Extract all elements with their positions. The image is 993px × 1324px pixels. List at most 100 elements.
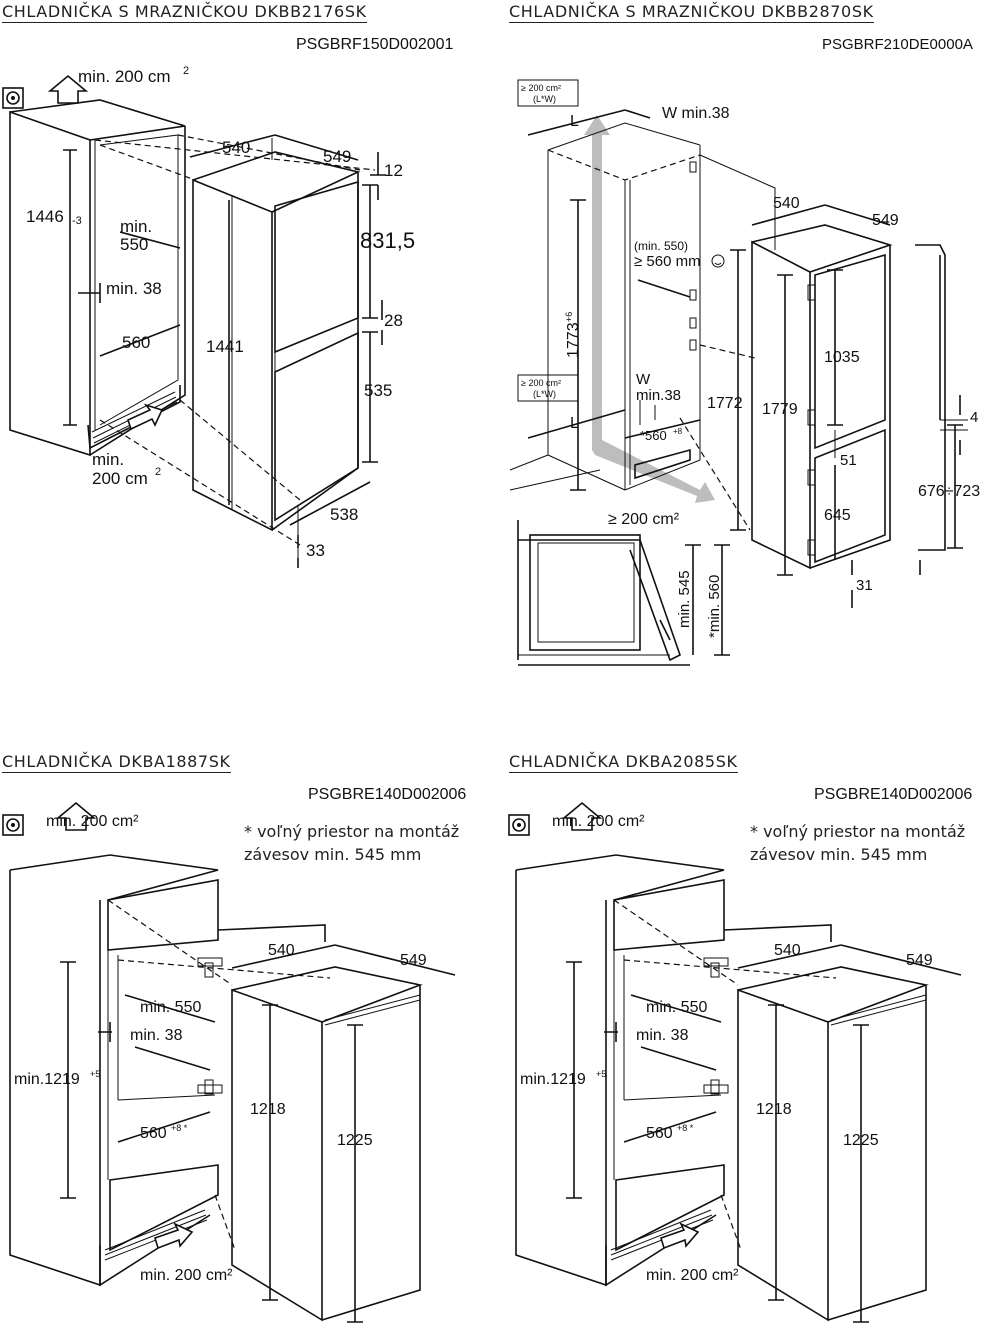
dim-549: 549 bbox=[323, 147, 351, 166]
panel-3-model-code: PSGBRE140D002006 bbox=[308, 786, 467, 803]
dim-540: 540 bbox=[774, 942, 801, 959]
note-line-1: * voľný priestor na montáž bbox=[750, 822, 966, 841]
panel-1-model-code: PSGBRF150D002001 bbox=[296, 36, 454, 53]
appliance-fridge bbox=[737, 966, 929, 1322]
panel-2-model-code: PSGBRF210DE0000A bbox=[822, 36, 973, 53]
dim-540: 540 bbox=[773, 195, 800, 212]
label-W-bottom-min: min.38 bbox=[636, 387, 681, 404]
dim-549: 549 bbox=[906, 952, 933, 969]
width-560-tol: +8 * bbox=[677, 1123, 694, 1133]
dim-1035: 1035 bbox=[824, 349, 860, 366]
note-line-2: závesov min. 545 mm bbox=[244, 845, 422, 864]
top-vent-label: min. 200 cm bbox=[78, 67, 171, 86]
label-W-top: W min.38 bbox=[662, 105, 730, 122]
dim-540: 540 bbox=[268, 942, 295, 959]
bottom-vent-label-2: 200 cm bbox=[92, 469, 148, 488]
top-vent-sup: 2 bbox=[183, 65, 189, 77]
vent-top-area-label: ≥ 200 cm² bbox=[521, 83, 561, 93]
panel-3-note: * voľný priestor na montáž závesov min. … bbox=[244, 820, 459, 866]
dim-1218: 1218 bbox=[756, 1101, 792, 1118]
panel-4-note: * voľný priestor na montáž závesov min. … bbox=[750, 820, 965, 866]
vent-bottom-arrow-icon bbox=[154, 1222, 194, 1250]
min-550-label: min. 550 bbox=[646, 999, 707, 1016]
dim-831-5: 831,5 bbox=[360, 228, 415, 253]
min-38-label: min. 38 bbox=[636, 1027, 689, 1044]
dim-33: 33 bbox=[306, 541, 325, 560]
vent-up-arrow-icon bbox=[55, 801, 97, 831]
bottom-vent-label-1: min. bbox=[92, 450, 124, 469]
niche-cabinet bbox=[515, 854, 832, 1287]
dim-12: 12 bbox=[384, 161, 403, 180]
depth-550-label: 550 bbox=[120, 235, 148, 254]
dim-1773: 1773 bbox=[565, 322, 582, 358]
vent-bottom-area-label: ≥ 200 cm² bbox=[521, 378, 561, 388]
hinge-icon bbox=[689, 161, 697, 351]
niche-height-tolerance: -3 bbox=[72, 215, 82, 227]
dim-51: 51 bbox=[840, 452, 857, 469]
ge-560-label: ≥ 560 mm bbox=[634, 253, 701, 270]
note-line-1: * voľný priestor na montáž bbox=[244, 822, 460, 841]
width-560-label: *560 bbox=[640, 428, 667, 443]
label-L-top: L bbox=[570, 113, 579, 130]
min-38-label: min. 38 bbox=[130, 1027, 183, 1044]
smiley-icon bbox=[711, 254, 725, 268]
note-line-2: závesov min. 545 mm bbox=[750, 845, 928, 864]
dim-1225: 1225 bbox=[337, 1132, 373, 1149]
appliance-fridge-freezer bbox=[192, 151, 361, 532]
panel-1-title: CHLADNIČKA S MRAZNIČKOU DKBB2176SK bbox=[2, 2, 367, 23]
dim-1441: 1441 bbox=[206, 337, 244, 356]
vent-up-arrow-icon bbox=[47, 74, 89, 104]
width-560-tol: +8 bbox=[673, 427, 683, 436]
door-panel-side bbox=[915, 244, 968, 575]
panel-2-title: CHLADNIČKA S MRAZNIČKOU DKBB2870SK bbox=[509, 2, 874, 23]
dim-4: 4 bbox=[970, 409, 978, 426]
bottom-vent-sup: 2 bbox=[155, 466, 161, 478]
niche-height-label: 1446 bbox=[26, 207, 64, 226]
dim-range: 676÷723 bbox=[918, 483, 980, 500]
niche-height-tol: +5 bbox=[90, 1069, 100, 1079]
bottom-vent-label: min. 200 cm² bbox=[646, 1267, 739, 1284]
hinge-icon bbox=[197, 957, 223, 1095]
hinge-icon bbox=[703, 957, 729, 1095]
panel-3-title: CHLADNIČKA DKBA1887SK bbox=[2, 752, 231, 773]
airflow-arrow-icon bbox=[584, 115, 715, 503]
dim-645: 645 bbox=[824, 507, 851, 524]
vent-bottom-lw-label: (L*W) bbox=[533, 389, 556, 399]
dim-535: 535 bbox=[364, 381, 392, 400]
dim-1218: 1218 bbox=[250, 1101, 286, 1118]
min-550-label: (min. 550) bbox=[634, 239, 688, 253]
niche-cabinet bbox=[509, 122, 776, 491]
width-560-tol: +8 * bbox=[171, 1123, 188, 1133]
top-vent-label: min. 200 cm² bbox=[46, 813, 139, 830]
min-560-label: *min. 560 bbox=[706, 575, 723, 638]
niche-height-tol: +5 bbox=[596, 1069, 606, 1079]
top-vent-label: min. 200 cm² bbox=[552, 813, 645, 830]
width-560-label: 560 bbox=[646, 1125, 673, 1142]
vent-up-arrow-icon bbox=[561, 801, 603, 831]
dim-1773-tol: +6 bbox=[564, 312, 574, 322]
niche-height-label: min.1219 bbox=[520, 1071, 586, 1088]
label-W-bottom: W bbox=[636, 371, 651, 388]
niche-height-label: min.1219 bbox=[14, 1071, 80, 1088]
vent-top-lw-label: (L*W) bbox=[533, 94, 556, 104]
depth-min-label: min. bbox=[120, 217, 152, 236]
dim-549: 549 bbox=[872, 212, 899, 229]
dim-28: 28 bbox=[384, 311, 403, 330]
dim-1779: 1779 bbox=[762, 401, 798, 418]
panel-4-model-code: PSGBRE140D002006 bbox=[814, 786, 973, 803]
appliance-fridge-freezer bbox=[751, 224, 893, 570]
socket-icon bbox=[2, 87, 24, 109]
socket-icon bbox=[508, 814, 530, 836]
min-545-label: min. 545 bbox=[676, 570, 693, 628]
width-560-label: 560 bbox=[140, 1125, 167, 1142]
dim-538: 538 bbox=[330, 505, 358, 524]
bottom-vent-label: min. 200 cm² bbox=[140, 1267, 233, 1284]
panel-4-title: CHLADNIČKA DKBA2085SK bbox=[509, 752, 738, 773]
vent-bottom-arrow-icon bbox=[660, 1222, 700, 1250]
gap-min38-label: min. 38 bbox=[106, 279, 162, 298]
dim-1772: 1772 bbox=[707, 395, 743, 412]
